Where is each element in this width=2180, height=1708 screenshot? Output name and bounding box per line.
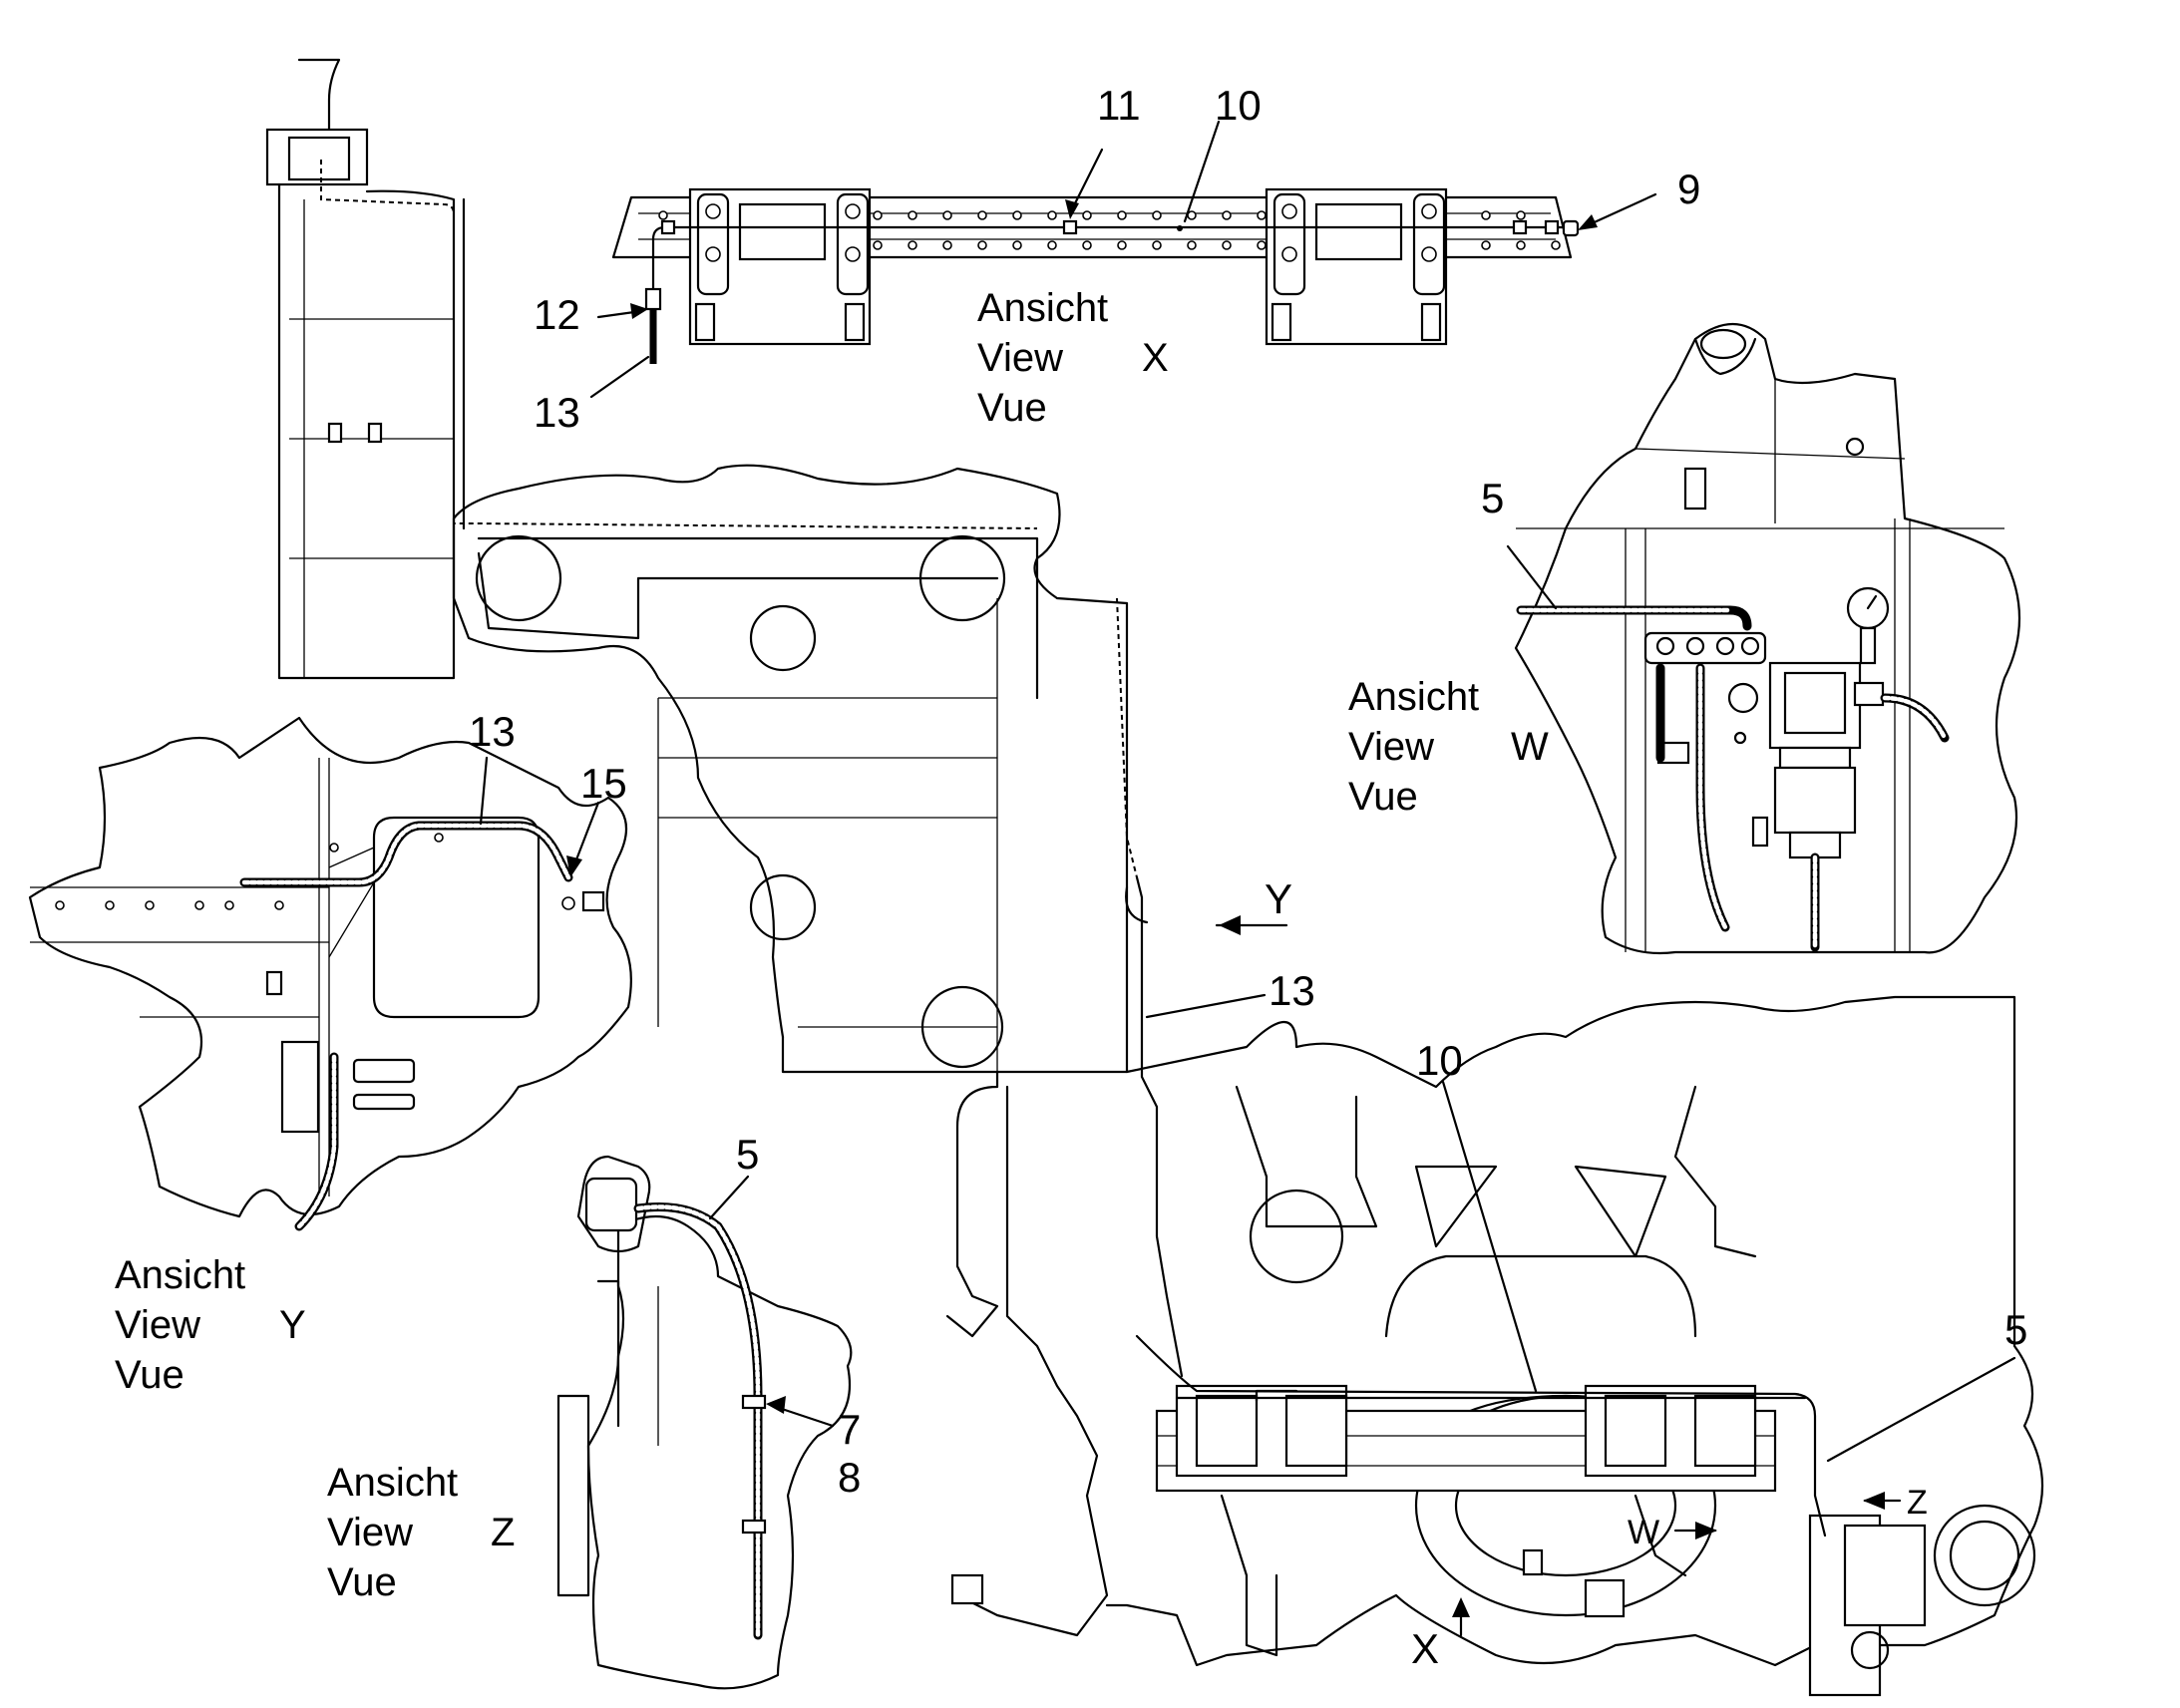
view-z-ansicht: Ansicht: [327, 1461, 458, 1505]
callout-9: 9: [1677, 166, 1700, 212]
view-x-labels: 11 10 9 12 13 Ansicht View X Vue: [534, 82, 1700, 436]
callout-5-main: 5: [2004, 1306, 2027, 1353]
view-w-view: View: [1348, 725, 1434, 769]
view-z-letter: Z: [491, 1511, 515, 1554]
view-y-labels: 13 15 Ansicht View Y Vue: [115, 708, 627, 1397]
callout-12: 12: [534, 291, 580, 338]
view-x-view: View: [977, 336, 1063, 380]
view-z-labels: 5 7 8 Ansicht View Z Vue: [327, 1131, 861, 1604]
view-w-letter: W: [1511, 725, 1549, 769]
callout-10: 10: [1215, 82, 1262, 129]
arrow-x-label: X: [1411, 1625, 1439, 1672]
main-labels: Y 13 10 5 W Z X: [1265, 875, 2027, 1672]
main-callout-leaders: [1145, 915, 2016, 1637]
callout-7-z: 7: [838, 1406, 861, 1453]
view-y-vue: Vue: [115, 1353, 184, 1397]
arrow-z-label: Z: [1907, 1484, 1928, 1522]
view-w-drawing: [1506, 322, 2021, 955]
view-w-labels: 5 Ansicht View W Vue: [1348, 475, 1549, 819]
callout-13: 13: [534, 389, 580, 436]
view-x-drawing: [589, 120, 1657, 399]
view-w-vue: Vue: [1348, 775, 1418, 819]
callout-11: 11: [1097, 82, 1141, 129]
view-w-ansicht: Ansicht: [1348, 675, 1479, 719]
view-x-ansicht: Ansicht: [977, 286, 1108, 330]
view-z-drawing: [556, 1155, 853, 1690]
view-z-view: View: [327, 1511, 413, 1554]
view-z-vue: Vue: [327, 1560, 397, 1604]
callout-5-z: 5: [736, 1131, 759, 1178]
main-assembly-drawing: [265, 58, 2044, 1697]
arrow-w-label: W: [1628, 1514, 1659, 1551]
callout-13-main: 13: [1269, 967, 1315, 1014]
view-y-view: View: [115, 1303, 200, 1347]
view-y-ansicht: Ansicht: [115, 1253, 245, 1297]
callout-5-w: 5: [1481, 475, 1504, 521]
view-y-letter: Y: [279, 1303, 306, 1347]
arrow-y-label: Y: [1265, 875, 1292, 922]
view-y-drawing: [28, 716, 632, 1231]
view-x-vue: Vue: [977, 386, 1047, 430]
callout-10-main: 10: [1416, 1037, 1463, 1084]
view-x-letter: X: [1142, 336, 1169, 380]
callout-8-z: 8: [838, 1454, 861, 1501]
callout-13-y: 13: [469, 708, 516, 755]
callout-15-y: 15: [580, 760, 627, 807]
